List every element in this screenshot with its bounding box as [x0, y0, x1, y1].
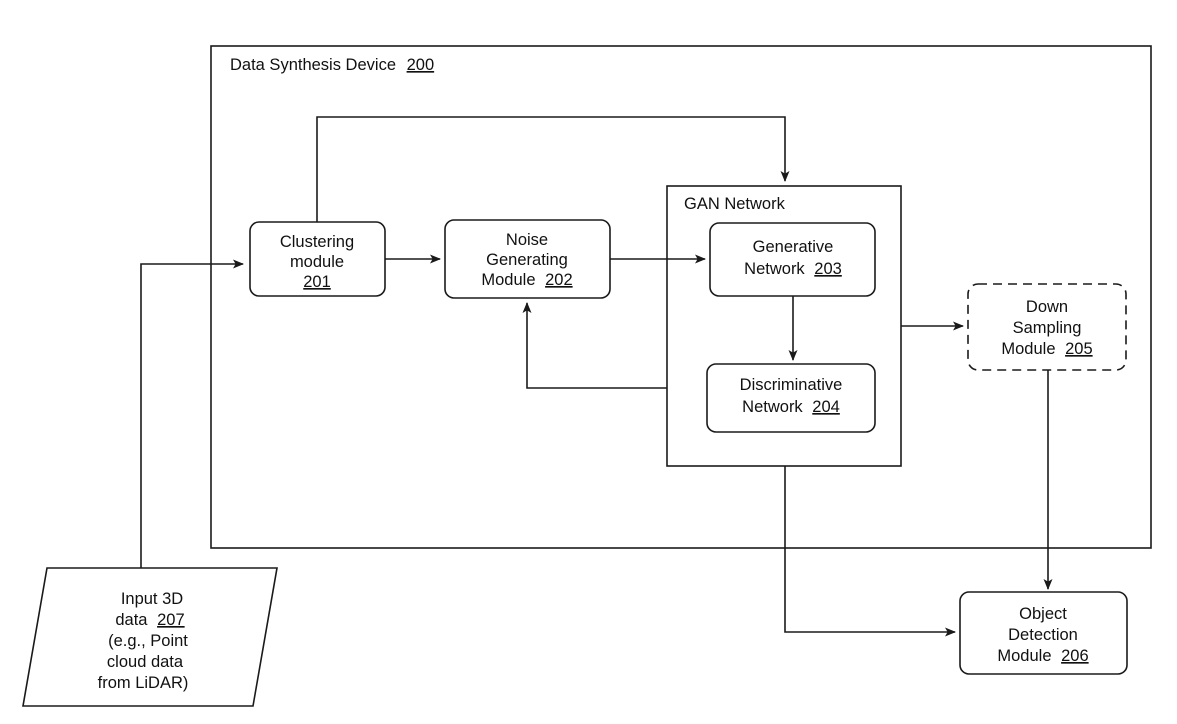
object-detection-module-label-line3: Module 206 — [997, 647, 1088, 665]
input-3d-data-label-line4: cloud data — [107, 653, 184, 671]
clustering-module-reference-numeral: 201 — [303, 273, 331, 291]
input-3d-data-parallelogram[interactable] — [22, 567, 278, 707]
clustering-module-label-line2: module — [290, 253, 344, 271]
input-3d-data-label-line5: from LiDAR) — [98, 674, 189, 692]
generative-network-box[interactable] — [709, 222, 876, 297]
clustering-module-label-line1: Clustering — [280, 233, 354, 251]
noise-generating-module-label-line3: Module 202 — [481, 271, 572, 289]
input-3d-data-label-line2: data 207 — [115, 611, 184, 629]
generative-network-label-line2: Network 203 — [744, 260, 842, 278]
block-gan-network[interactable]: GAN Network Generative Network 203 Discr… — [666, 185, 902, 467]
block-down-sampling-module[interactable]: Down Sampling Module 205 — [967, 283, 1127, 371]
connector-input-to-clustering — [140, 259, 244, 568]
data-synthesis-device-title: Data Synthesis Device 200 — [230, 56, 434, 74]
block-discriminative-network[interactable]: Discriminative Network 204 — [706, 363, 876, 433]
noise-generating-module-label-line2: Generating — [486, 251, 568, 269]
input-3d-data-label-line3: (e.g., Point — [108, 632, 188, 650]
object-detection-module-label-line2: Detection — [1008, 626, 1078, 644]
discriminative-network-label-line2: Network 204 — [742, 398, 840, 416]
noise-generating-module-box[interactable] — [444, 219, 611, 299]
down-sampling-module-label-line2: Sampling — [1013, 319, 1082, 337]
connector-gan-to-object-detection — [784, 466, 956, 637]
block-object-detection-module[interactable]: Object Detection Module 206 — [959, 591, 1128, 675]
connector-clustering-to-gan — [316, 116, 790, 222]
gan-network-box[interactable] — [666, 185, 902, 467]
connector-gan-feedback-to-noise — [522, 302, 667, 389]
gan-network-title: GAN Network — [684, 195, 786, 213]
discriminative-network-label-line1: Discriminative — [740, 376, 843, 394]
down-sampling-module-label-line1: Down — [1026, 298, 1068, 316]
noise-generating-module-label-line1: Noise — [506, 231, 548, 249]
data-synthesis-device-border — [210, 45, 1152, 549]
generative-network-label-line1: Generative — [753, 238, 834, 256]
down-sampling-module-label-line3: Module 205 — [1001, 340, 1092, 358]
discriminative-network-box[interactable] — [706, 363, 876, 433]
object-detection-module-box[interactable] — [959, 591, 1128, 675]
connector-layer — [140, 116, 1053, 637]
block-generative-network[interactable]: Generative Network 203 — [709, 222, 876, 297]
block-input-3d-data[interactable]: Input 3D data 207 (e.g., Point cloud dat… — [22, 567, 278, 707]
block-noise-generating-module[interactable]: Noise Generating Module 202 — [444, 219, 611, 299]
data-synthesis-device-container: Data Synthesis Device 200 — [210, 45, 1152, 549]
object-detection-module-label-line1: Object — [1019, 605, 1067, 623]
input-3d-data-label-line1: Input 3D — [121, 590, 183, 608]
block-clustering-module[interactable]: Clustering module 201 — [249, 221, 386, 297]
clustering-module-box[interactable] — [249, 221, 386, 297]
down-sampling-module-box[interactable] — [967, 283, 1127, 371]
